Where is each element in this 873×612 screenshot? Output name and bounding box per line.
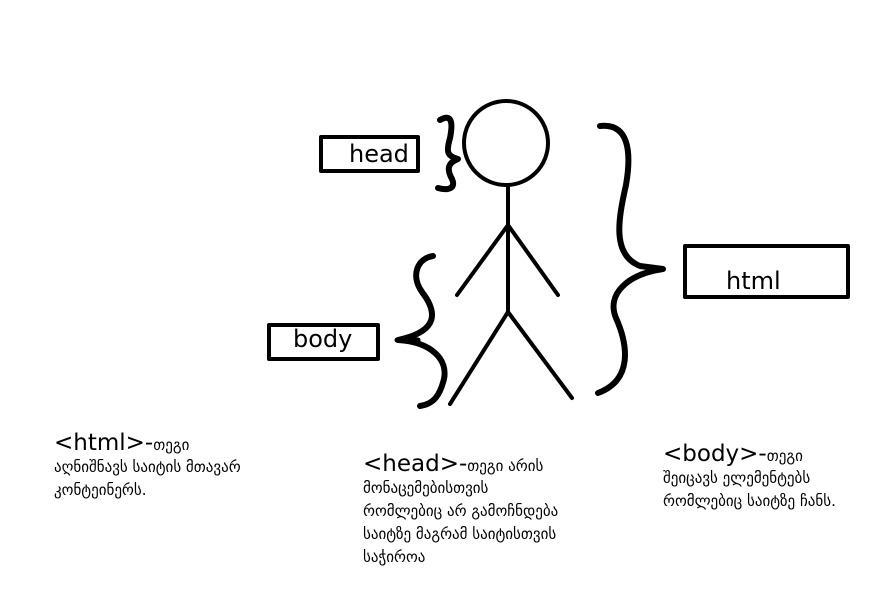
body-tag-text: შეიცავს ელემენტებს რომლებიც საიტზე ჩანს.	[663, 469, 836, 510]
figure-left-arm	[455, 223, 510, 297]
head-tag-description: <head>-თეგი არის მონაცემებისთვის რომლები…	[363, 451, 563, 591]
html-tag-word: თეგი	[153, 436, 190, 454]
figure-right-leg	[506, 310, 574, 400]
body-tag-word: თეგი	[766, 447, 803, 465]
head-label: head	[349, 140, 409, 168]
html-tag-description: <html>-თეგი აღნიშნავს საიტის მთავარ კონტ…	[54, 430, 274, 502]
body-tag-name: <body>-	[663, 441, 767, 467]
figure-head	[462, 99, 550, 187]
head-brace	[435, 114, 461, 193]
html-tag-name: <html>-	[54, 430, 154, 456]
head-tag-text: მონაცემებისთვის რომლებიც არ გამოჩნდება ს…	[363, 479, 559, 566]
body-brace	[395, 253, 448, 409]
head-label-box	[319, 135, 420, 173]
html-label: html	[726, 267, 781, 295]
body-label-box	[267, 323, 380, 361]
html-tag-text: აღნიშნავს საიტის მთავარ კონტეინერს.	[54, 458, 241, 499]
html-brace	[595, 122, 666, 396]
body-tag-description: <body>-თეგი შეიცავს ელემენტებს რომლებიც …	[663, 441, 848, 513]
html-label-box	[683, 244, 850, 299]
body-label: body	[293, 325, 353, 353]
figure-left-leg	[448, 310, 510, 406]
head-tag-word: თეგი არის	[467, 457, 544, 475]
figure-right-arm	[506, 223, 560, 297]
head-tag-name: <head>-	[363, 451, 468, 477]
